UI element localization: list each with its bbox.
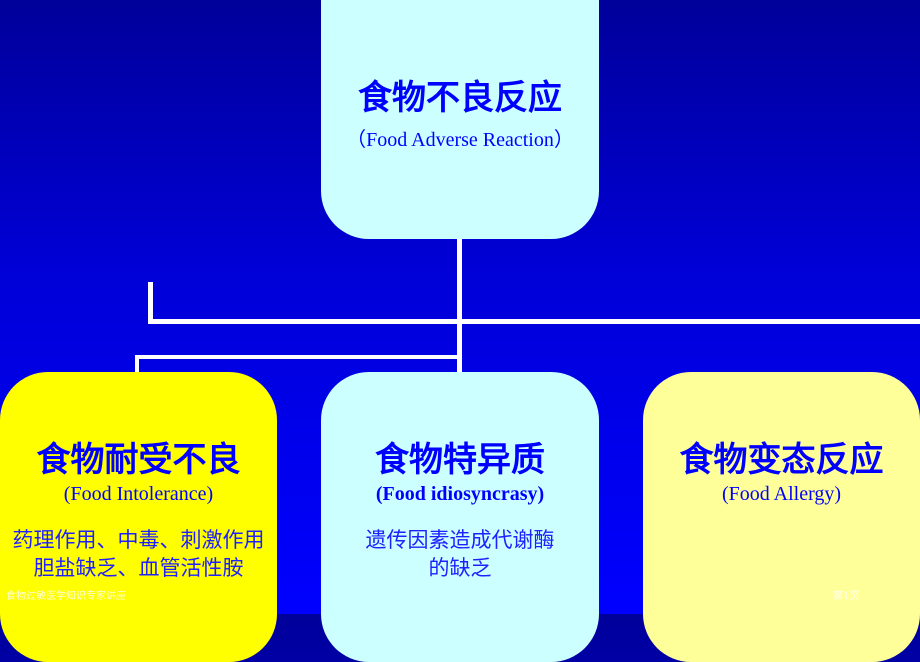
node-subtitle: (Food Allergy)	[721, 483, 842, 505]
connector-secondary-horizontal	[135, 355, 461, 359]
node-title: 食物特异质	[375, 440, 545, 480]
node-title: 食物变态反应	[679, 440, 884, 480]
node-desc-line: 的缺乏	[428, 556, 492, 580]
root-node-food-adverse-reaction: 食物不良反应 （Food Adverse Reaction）	[321, 0, 599, 239]
node-title: 食物耐受不良	[36, 440, 241, 480]
footer-page-number: 第1页	[833, 591, 860, 602]
node-subtitle: (Food Intolerance)	[63, 483, 214, 505]
connector-main-horizontal	[148, 319, 920, 324]
footer-left: 食物过敏医学知识专家讲座	[6, 591, 126, 602]
node-food-allergy: 食物变态反应 (Food Allergy)	[643, 372, 920, 662]
node-food-intolerance: 食物耐受不良 (Food Intolerance) 药理作用、中毒、刺激作用 胆…	[0, 372, 277, 662]
node-food-idiosyncrasy: 食物特异质 (Food idiosyncrasy) 遗传因素造成代谢酶 的缺乏	[321, 372, 599, 662]
root-subtitle: （Food Adverse Reaction）	[346, 129, 574, 151]
root-title: 食物不良反应	[358, 78, 562, 118]
node-desc-line: 药理作用、中毒、刺激作用	[12, 528, 265, 552]
connector-left-stub	[148, 282, 153, 322]
connector-root-vertical	[457, 236, 462, 374]
node-desc-line: 遗传因素造成代谢酶	[365, 528, 555, 552]
node-desc-line: 胆盐缺乏、血管活性胺	[33, 556, 244, 580]
node-subtitle: (Food idiosyncrasy)	[375, 483, 545, 505]
connector-left-drop	[135, 355, 139, 375]
